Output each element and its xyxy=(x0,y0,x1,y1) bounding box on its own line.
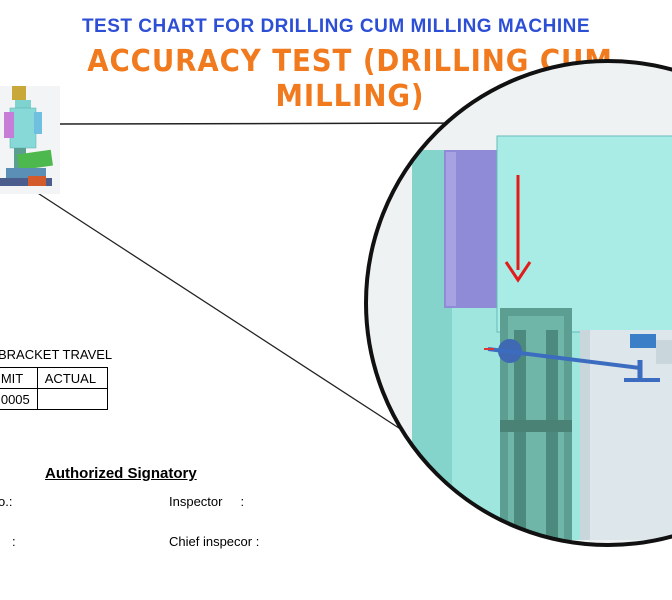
signatory-left-label-2: : xyxy=(12,534,16,549)
actual-header: ACTUAL xyxy=(36,367,108,389)
table-row: 0.0005 xyxy=(0,388,108,410)
limit-header: LIMIT xyxy=(0,367,38,389)
inspector-label: Inspector : xyxy=(169,494,245,509)
limit-value: 0.0005 xyxy=(0,388,38,410)
zoom-detail xyxy=(366,61,672,545)
accuracy-test-title: ACCURACY TEST (DRILLING CUM MILLING) xyxy=(87,44,613,114)
chief-inspector-label: Chief inspecor : xyxy=(169,534,260,549)
actual-value-cell[interactable] xyxy=(36,388,108,410)
authorized-signatory-title: Authorized Signatory xyxy=(45,465,197,482)
table-header-row: LIMIT ACTUAL xyxy=(0,367,108,389)
signatory-left-label-1: o.: xyxy=(0,494,13,509)
chart-title: TEST CHART FOR DRILLING CUM MILLING MACH… xyxy=(81,16,591,37)
machine-thumbnail xyxy=(0,86,60,194)
bracket-travel-label: BRACKET TRAVEL xyxy=(0,347,113,362)
accuracy-table: LIMIT ACTUAL 0.0005 xyxy=(0,367,108,410)
